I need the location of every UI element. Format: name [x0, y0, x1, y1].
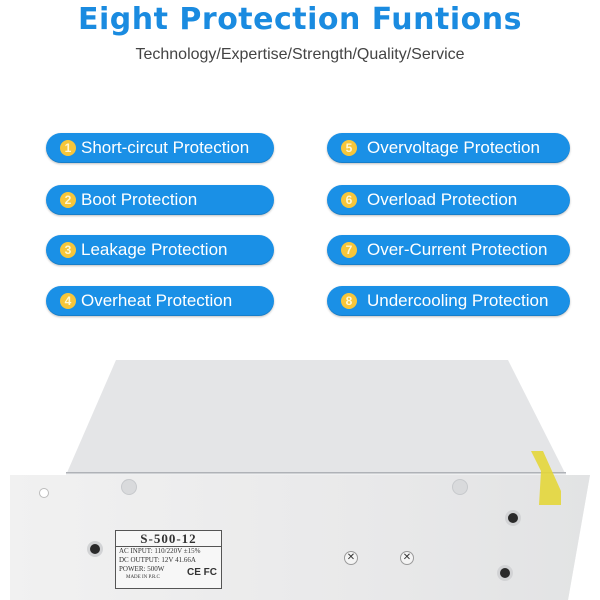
number-badge-icon: 4: [60, 293, 76, 309]
page-subtitle: Technology/Expertise/Strength/Quality/Se…: [135, 46, 465, 63]
feature-label: Overload Protection: [367, 190, 518, 209]
feature-overload: 6 Overload Protection: [327, 185, 570, 215]
mounting-hole-icon: [40, 489, 48, 497]
feature-label: Leakage Protection: [81, 240, 228, 259]
power-supply-image: [0, 340, 600, 600]
feature-undercooling: 8 Undercooling Protection: [327, 286, 570, 316]
number-badge-icon: 8: [341, 293, 357, 309]
dc-output-spec: DC OUTPUT: 12V 41.66A: [119, 556, 196, 564]
made-in-text: MADE IN P.R.C: [126, 575, 160, 580]
power-spec: POWER: 500W: [119, 565, 165, 573]
number-badge-icon: 7: [341, 242, 357, 258]
screw-hole-icon: [500, 568, 510, 578]
feature-label: Overheat Protection: [81, 291, 233, 310]
power-supply-top-face: [66, 360, 566, 475]
spec-label-plate: S-500-12 AC INPUT: 110/220V ±15% DC OUTP…: [115, 530, 222, 589]
panel-seam: [66, 472, 566, 475]
hex-nut-icon: [121, 479, 137, 495]
feature-leakage: 3 Leakage Protection: [46, 235, 274, 265]
number-badge-icon: 1: [60, 140, 76, 156]
feature-boot: 2 Boot Protection: [46, 185, 274, 215]
phillips-screw-icon: ✕: [344, 551, 358, 565]
phillips-screw-icon: ✕: [400, 551, 414, 565]
feature-label: Overvoltage Protection: [367, 138, 540, 157]
feature-label: Undercooling Protection: [367, 291, 549, 310]
number-badge-icon: 3: [60, 242, 76, 258]
ac-input-spec: AC INPUT: 110/220V ±15%: [119, 547, 201, 555]
front-face-shading: [10, 475, 590, 600]
hex-nut-icon: [452, 479, 468, 495]
feature-label: Boot Protection: [81, 190, 198, 209]
feature-label: Over-Current Protection: [367, 240, 548, 259]
ce-fcc-mark-icon: CE FC: [187, 567, 217, 578]
number-badge-icon: 5: [341, 140, 357, 156]
feature-label: Short-circut Protection: [81, 138, 250, 157]
feature-overvoltage: 5 Overvoltage Protection: [327, 133, 570, 163]
model-number: S-500-12: [116, 531, 221, 547]
screw-hole-icon: [90, 544, 100, 554]
feature-short-circuit: 1 Short-circut Protection: [46, 133, 274, 163]
number-badge-icon: 6: [341, 192, 357, 208]
screw-hole-icon: [508, 513, 518, 523]
page-title: Eight Protection Funtions: [78, 2, 522, 37]
feature-overheat: 4 Overheat Protection: [46, 286, 274, 316]
number-badge-icon: 2: [60, 192, 76, 208]
feature-over-current: 7 Over-Current Protection: [327, 235, 570, 265]
